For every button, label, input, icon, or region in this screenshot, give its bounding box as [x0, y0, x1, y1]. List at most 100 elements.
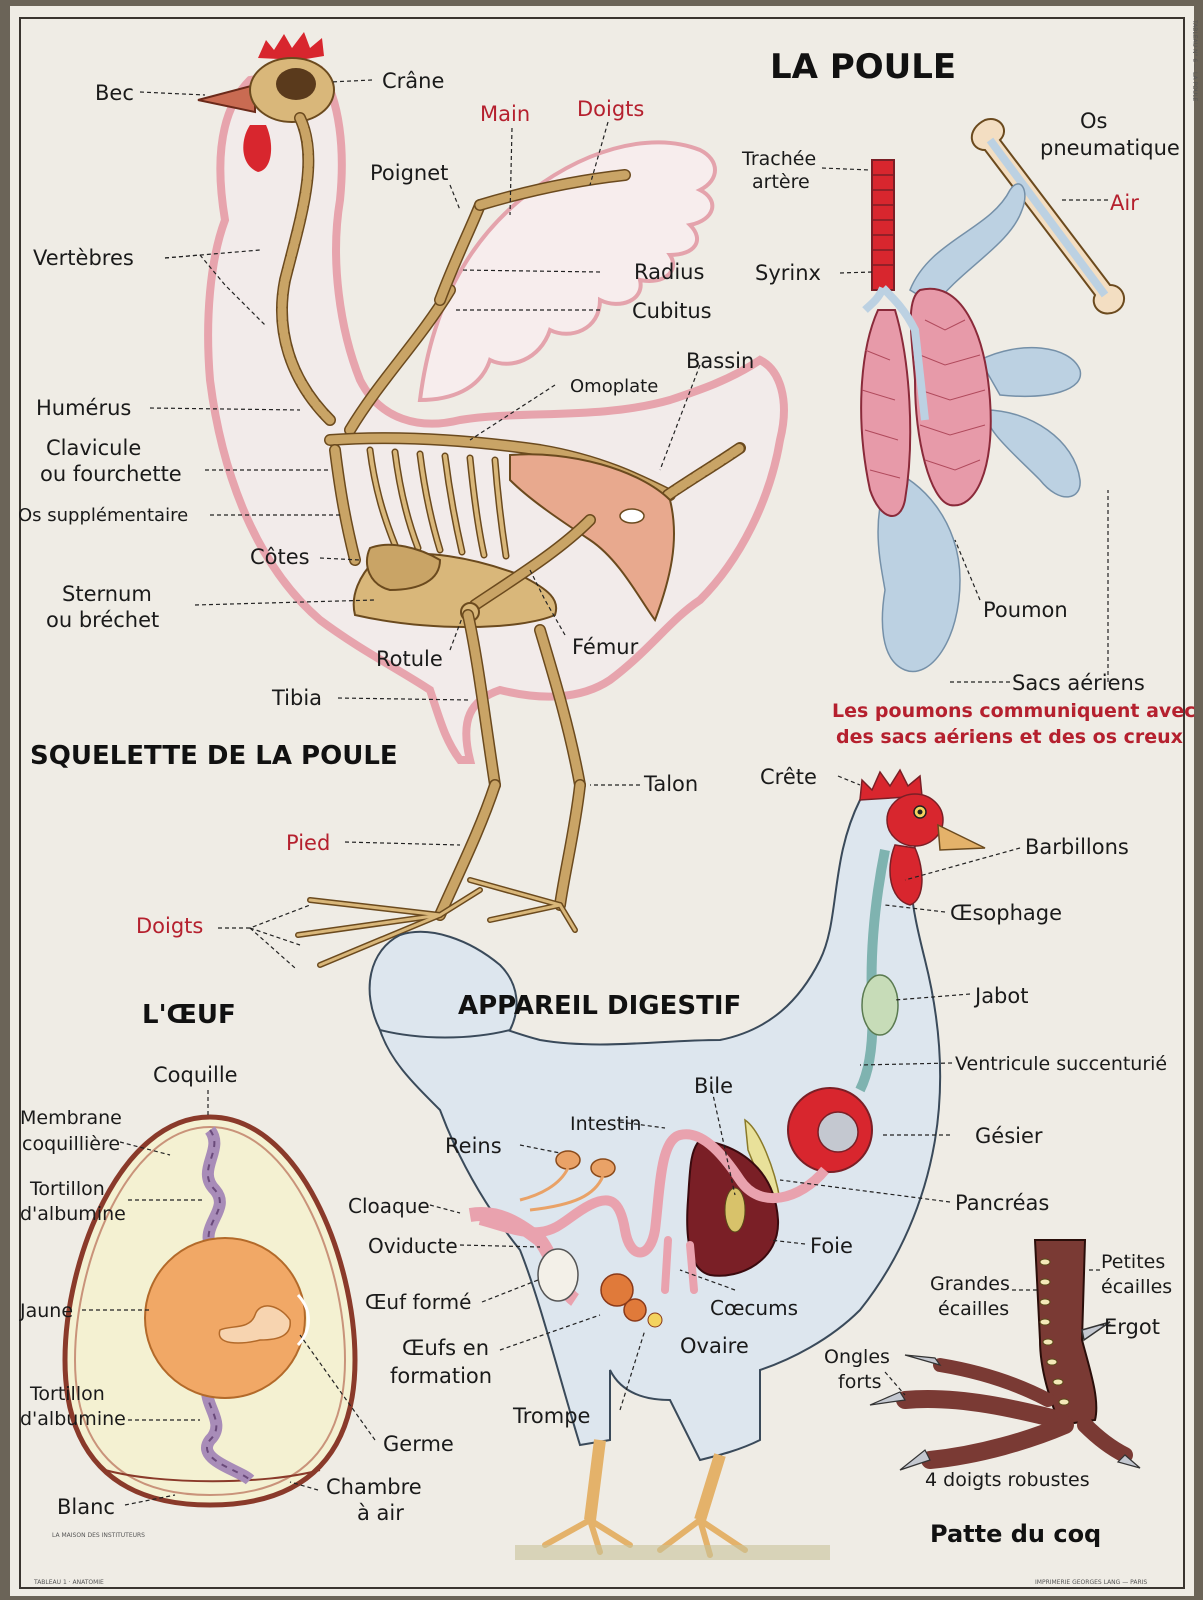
label-petites-1: Petites	[1101, 1251, 1165, 1273]
crop-jabot	[861, 974, 899, 1036]
label-oviducte: Oviducte	[368, 1234, 458, 1258]
ureters	[519, 1167, 605, 1212]
label-syrinx: Syrinx	[755, 261, 821, 285]
formed-egg	[537, 1248, 579, 1302]
respiratory-note-2: des sacs aériens et des os creux	[836, 726, 1183, 748]
title: LA POULE	[770, 47, 956, 87]
toe-left	[896, 1390, 1069, 1429]
egg-germ	[218, 1305, 291, 1344]
intestine	[478, 1129, 829, 1258]
pelvis-bone	[509, 453, 675, 623]
respiratory-illustration	[860, 118, 1125, 673]
label-trachee-2: artère	[752, 171, 810, 193]
air-sac-right-2	[984, 409, 1081, 498]
label-crete: Crête	[760, 765, 817, 789]
label-oeufs-form-1: Œufs en	[402, 1336, 489, 1360]
label-radius: Radius	[634, 260, 704, 284]
tibia-back-fill	[535, 625, 585, 790]
ground-grass	[515, 1545, 830, 1560]
label-bec: Bec	[95, 81, 134, 105]
label-barbillons: Barbillons	[1025, 835, 1129, 859]
label-tibia: Tibia	[271, 686, 322, 710]
gall-bladder	[724, 1187, 746, 1233]
hen-tail-feathers	[368, 930, 518, 1039]
label-ongles-2: forts	[838, 1371, 881, 1393]
kidney-1	[555, 1150, 581, 1170]
label-membrane-1: Membrane	[20, 1107, 122, 1129]
chalaza-bottom-twist	[206, 1379, 251, 1481]
digestive-legs	[584, 1439, 726, 1522]
toe-right	[1077, 1417, 1133, 1463]
label-reins: Reins	[445, 1134, 502, 1158]
section-egg: L'ŒUF	[142, 1000, 236, 1030]
hen-pupil	[917, 809, 923, 815]
label-air: Air	[1110, 191, 1139, 215]
rooster-leg	[1033, 1239, 1098, 1427]
footer-publisher-2: TABLEAU 1 · ANATOMIE	[33, 1579, 104, 1586]
label-oeufs-form-2: formation	[390, 1364, 492, 1388]
digestive-face	[886, 793, 944, 847]
bone-air-canal	[986, 137, 1109, 298]
label-cloaque: Cloaque	[348, 1194, 430, 1218]
label-os-1: Os	[1080, 109, 1107, 133]
ovary-2	[623, 1298, 647, 1322]
wing-feathers	[417, 140, 717, 403]
ovary-3	[647, 1312, 663, 1328]
label-oesophage: Œsophage	[950, 901, 1062, 925]
lung-left	[860, 309, 912, 517]
skeleton-toes-fill	[296, 878, 577, 967]
label-jaune: Jaune	[19, 1300, 73, 1322]
toe-back	[933, 1358, 1055, 1407]
poster-frame	[19, 17, 1185, 1589]
chalaza-top-twist	[206, 1129, 221, 1251]
label-jabot: Jabot	[973, 984, 1028, 1008]
air-sac-upper	[909, 183, 1026, 306]
label-os-supp: Os supplémentaire	[18, 505, 188, 526]
margin-text: TABLEAU N° 6 — LA POULE	[1191, 19, 1198, 102]
label-sternum-1: Sternum	[62, 582, 152, 606]
pelvis-foramen	[619, 508, 645, 524]
label-ergot: Ergot	[1104, 1315, 1160, 1339]
wing-radius-fill	[435, 200, 485, 305]
label-poumon: Poumon	[983, 598, 1068, 622]
skeleton-wattle	[243, 125, 272, 172]
lung-right	[909, 287, 992, 507]
skeleton-comb	[258, 32, 324, 60]
gizzard-inner	[817, 1111, 859, 1153]
footer-publisher-1: LA MAISON DES INSTITUTEURS	[52, 1532, 145, 1539]
label-tortillon-2b: d'albumine	[20, 1408, 126, 1430]
egg-yolk	[144, 1237, 306, 1399]
foot-leader-lines	[884, 1269, 1112, 1396]
ovary-1	[600, 1273, 634, 1307]
label-trompe: Trompe	[512, 1404, 590, 1428]
foot-illustration	[869, 1239, 1141, 1471]
skeleton-leader-lines	[139, 79, 701, 969]
egg-illustration	[62, 1114, 358, 1508]
foot-labels: Petites écailles Grandes écailles Ergot …	[824, 1251, 1172, 1548]
sternum-plate	[365, 543, 442, 592]
label-doigts-robustes: 4 doigts robustes	[925, 1469, 1090, 1491]
egg-membrane	[73, 1125, 347, 1497]
label-trachee-1: Trachée	[741, 148, 816, 170]
label-omoplate: Omoplate	[570, 376, 658, 397]
label-cubitus: Cubitus	[632, 299, 712, 323]
label-rotule: Rotule	[376, 647, 443, 671]
claws	[869, 1354, 1141, 1471]
respiratory-note-1: Les poumons communiquent avec	[832, 700, 1195, 722]
label-humerus: Humérus	[36, 396, 131, 420]
label-tortillon-1b: d'albumine	[20, 1203, 126, 1225]
tibia-front-fill	[463, 610, 500, 790]
label-poignet: Poignet	[370, 161, 448, 185]
label-bassin: Bassin	[686, 349, 754, 373]
label-petites-2: écailles	[1101, 1276, 1172, 1298]
label-oeuf-forme: Œuf formé	[365, 1290, 471, 1314]
respiratory-labels: Trachée artère Os pneumatique Air Syrinx…	[741, 109, 1195, 748]
label-femur: Fémur	[572, 635, 639, 659]
clavicle-fill	[330, 445, 360, 565]
label-ongles-1: Ongles	[824, 1346, 890, 1368]
label-os-2: pneumatique	[1040, 136, 1180, 160]
skeleton-labels: Bec Crâne Main Doigts Poignet Vertèbres …	[18, 69, 754, 938]
hen-body-blue	[378, 790, 942, 1462]
toe-mid	[921, 1416, 1074, 1469]
